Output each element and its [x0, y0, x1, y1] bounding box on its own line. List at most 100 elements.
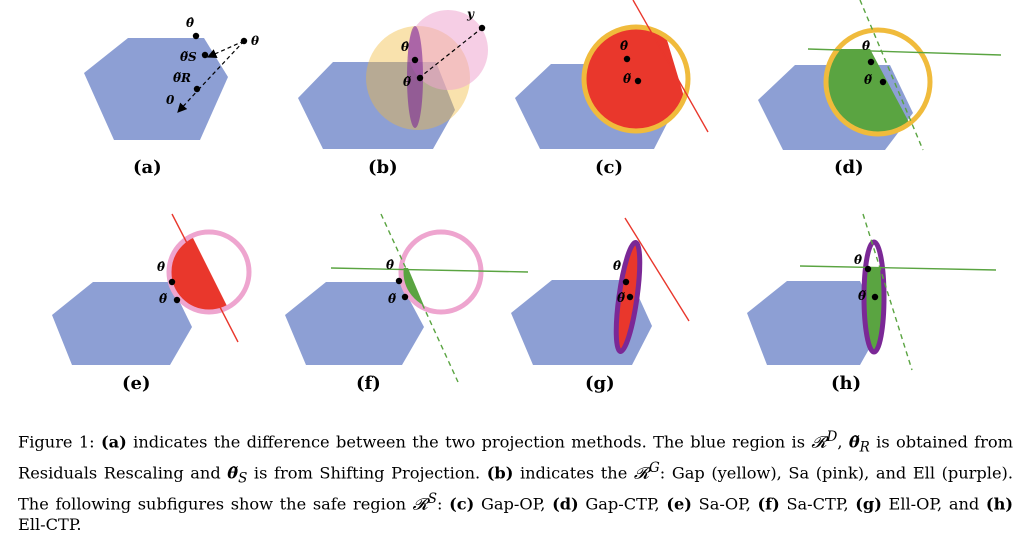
sa-ball-outline — [398, 229, 484, 315]
caption-ref-b: (b) — [486, 463, 514, 483]
ctp-constraint-line — [799, 265, 997, 271]
op-halfspace-line — [380, 213, 459, 383]
label-theta-hat: θ̂ — [854, 253, 862, 267]
point-theta-tilde — [879, 78, 887, 86]
label-y: y — [466, 7, 475, 21]
point-theta-hat — [411, 56, 419, 64]
point-theta-hat — [864, 265, 872, 273]
caption-ref-h: (h) — [985, 494, 1013, 514]
panel-label-c: (c) — [595, 157, 623, 178]
panel-b: y θ̂ θ̃ (b) — [298, 7, 488, 178]
point-theta-tilde — [634, 77, 642, 85]
panel-h: θ̂ θ̃ (h) — [747, 213, 997, 394]
point-theta-hat — [622, 278, 630, 286]
ell-region-outline — [861, 239, 887, 355]
sa-ball-outline — [166, 229, 252, 315]
panel-d: θ̂ θ̃ (d) — [758, 0, 1002, 178]
point-theta-tilde — [626, 293, 634, 301]
caption-math-rg: 𝓡 — [633, 463, 649, 483]
caption-text: Sa-OP, — [691, 494, 758, 514]
point-theta-hat — [867, 58, 875, 66]
panel-e: θ̂ θ̃ (e) — [52, 213, 252, 394]
panel-label-f: (f) — [356, 373, 381, 394]
ctp-safe-region — [864, 268, 884, 352]
figure-canvas: θ̂ θ θ̃S θ̃R 0 (a) y θ̂ θ̃ (b) θ̂ θ̃ (c) — [52, 0, 1002, 394]
caption-math-rd: 𝓡 — [811, 432, 827, 452]
caption-ref-e: (e) — [666, 494, 692, 514]
label-theta-hat: θ̂ — [620, 39, 628, 53]
point-theta-hat — [623, 55, 631, 63]
caption-text: : Gap (yellow), Sa (pink), and Ell (purp… — [18, 463, 1014, 514]
caption-text: indicates the — [513, 463, 634, 483]
caption-text: : — [437, 494, 450, 514]
point-theta-tilde — [871, 293, 879, 301]
label-theta-tilde: θ̃ — [617, 291, 625, 305]
caption-ref-a: (a) — [100, 432, 127, 452]
panel-g: θ̂ θ̃ (g) — [511, 217, 690, 394]
caption-ref-g: (g) — [855, 494, 882, 514]
point-theta-tilde — [401, 293, 409, 301]
ctp-constraint-line — [807, 48, 1002, 56]
caption-math-rs-sup: S — [427, 491, 438, 508]
point-theta-s — [201, 51, 209, 59]
panel-a: θ̂ θ θ̃S θ̃R 0 (a) — [84, 16, 259, 178]
label-theta-tilde: θ̃ — [864, 73, 872, 87]
figure-caption: Figure 1: (a) indicates the difference b… — [18, 427, 1013, 536]
projection-arrow-origin — [177, 87, 201, 113]
caption-text: Gap-CTP, — [578, 494, 667, 514]
label-theta-tilde: θ̃ — [858, 289, 866, 303]
label-theta-hat: θ̂ — [386, 258, 394, 272]
panel-label-g: (g) — [585, 373, 615, 394]
op-halfspace-line — [171, 213, 239, 343]
caption-math-rd-sup: D — [826, 429, 838, 445]
panel-label-a: (a) — [133, 157, 162, 178]
point-theta-hat — [168, 278, 176, 286]
op-halfspace-line — [624, 217, 690, 322]
point-theta — [240, 37, 248, 45]
point-theta-tilde — [173, 296, 181, 304]
gap-ball-outline — [581, 24, 691, 134]
caption-text: Ell-OP, and — [881, 494, 986, 514]
caption-math-theta-s: θ̃ — [227, 463, 239, 483]
caption-ref-f: (f) — [757, 494, 780, 514]
label-theta-hat: θ̂ — [157, 260, 165, 274]
label-theta-tilde: θ̃ — [388, 292, 396, 306]
point-theta-tilde — [416, 74, 424, 82]
caption-text: Sa-CTP, — [779, 494, 856, 514]
label-theta-hat: θ̂ — [862, 39, 870, 53]
caption-math-rg-sup: G — [649, 460, 660, 477]
domain-region — [52, 282, 192, 365]
projection-arrow-rescaling — [199, 40, 245, 89]
caption-text: is from Shifting Projection. — [247, 463, 487, 483]
caption-math-theta-s-sub: S — [238, 470, 248, 487]
caption-math-theta-r-sub: R — [859, 439, 870, 456]
caption-text: Gap-OP, — [474, 494, 553, 514]
domain-region — [84, 38, 228, 140]
panel-label-d: (d) — [834, 157, 864, 178]
domain-region — [747, 281, 882, 365]
caption-text: , — [837, 432, 849, 452]
label-theta-s: θ̃S — [180, 50, 197, 64]
point-y — [478, 24, 486, 32]
point-theta-hat — [395, 277, 403, 285]
point-theta-r — [193, 85, 201, 93]
caption-ref-c: (c) — [449, 494, 475, 514]
label-theta-tilde: θ̃ — [623, 72, 631, 86]
ell-region — [407, 26, 423, 128]
caption-text: Figure 1: — [18, 432, 101, 452]
op-halfspace-line — [862, 213, 913, 371]
panel-c: θ̂ θ̃ (c) — [515, 0, 709, 178]
caption-ref-d: (d) — [552, 494, 579, 514]
panel-label-b: (b) — [368, 157, 398, 178]
caption-math-theta-r: θ̃ — [848, 432, 860, 452]
panel-label-h: (h) — [831, 373, 861, 394]
label-theta-hat: θ̂ — [613, 259, 621, 273]
caption-text: Ell-CTP. — [18, 515, 82, 535]
sa-ball — [408, 10, 488, 90]
ctp-constraint-line — [330, 267, 529, 273]
label-theta-r: θ̃R — [173, 71, 191, 85]
op-halfspace-line — [859, 0, 924, 151]
caption-math-rs: 𝓡 — [412, 494, 428, 514]
label-theta-tilde: θ̃ — [159, 292, 167, 306]
domain-region — [285, 282, 424, 365]
